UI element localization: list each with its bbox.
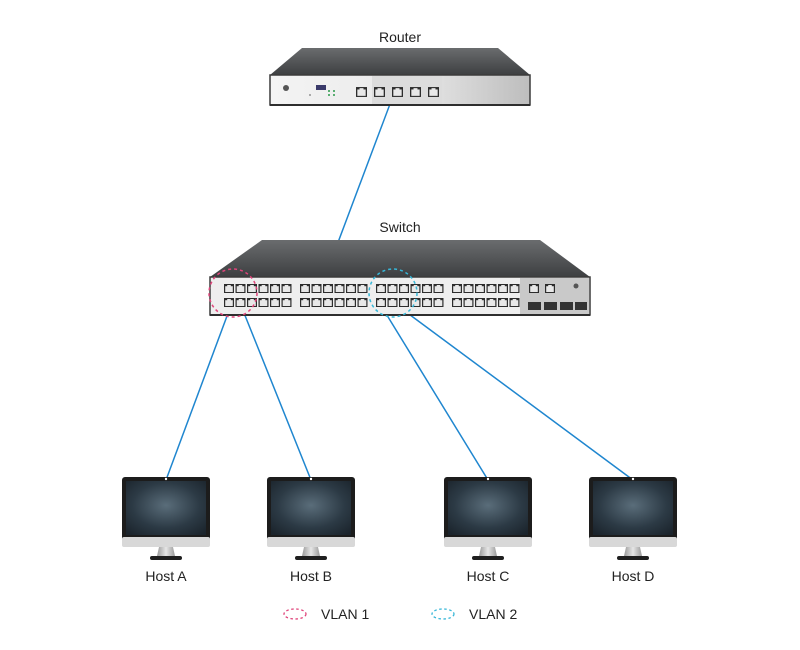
vlan1-group-marker [208, 268, 258, 318]
sfp-ports [528, 284, 587, 310]
logo-icon [283, 85, 289, 91]
vlan2-group-marker [368, 268, 418, 318]
link-host-b [241, 307, 312, 481]
host-b-monitor [267, 477, 355, 560]
switch-label: Switch [379, 219, 421, 235]
vlan1-legend-marker [283, 608, 307, 620]
host-b-label: Host B [289, 568, 333, 584]
router-label: Router [378, 29, 422, 45]
host-a-label: Host A [145, 568, 187, 584]
host-c-monitor [444, 477, 532, 560]
vlan2-legend-label: VLAN 2 [469, 606, 518, 622]
vlan1-legend-label: VLAN 1 [321, 606, 370, 622]
vlan2-legend-marker [431, 608, 455, 620]
router-device [269, 48, 531, 106]
logo-icon [573, 283, 579, 289]
hosts [122, 477, 677, 560]
switch-device [209, 240, 591, 316]
usb-port [316, 85, 326, 90]
link-host-a [165, 307, 231, 481]
link-host-c [384, 311, 489, 481]
link-host-d [397, 305, 634, 481]
host-c-label: Host C [466, 568, 510, 584]
host-a-monitor [122, 477, 210, 560]
host-d-monitor [589, 477, 677, 560]
host-d-label: Host D [611, 568, 655, 584]
